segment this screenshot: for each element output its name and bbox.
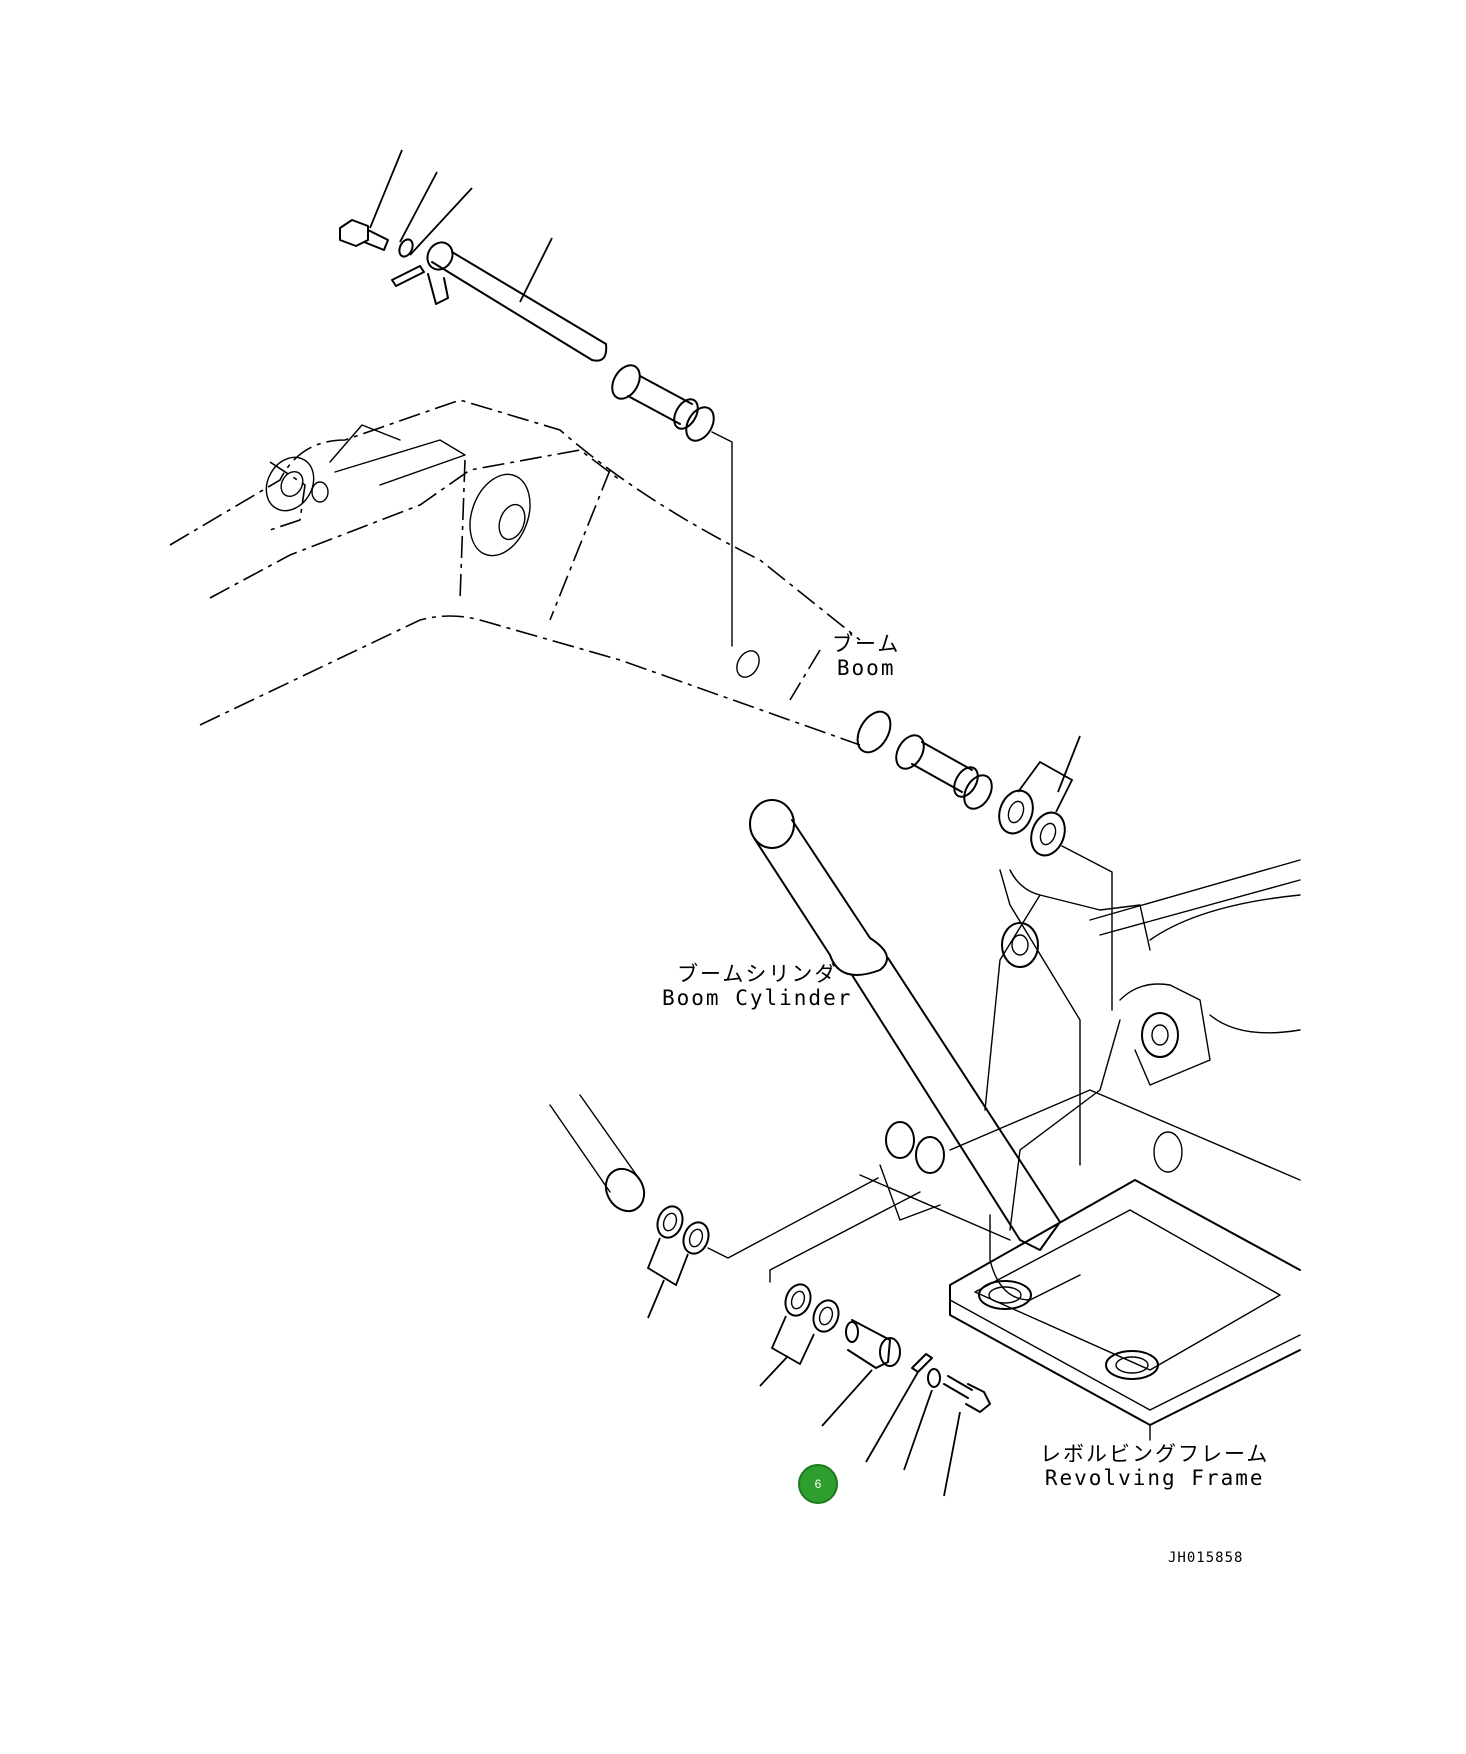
boom-cylinder — [749, 799, 1061, 1251]
boom-label-jp: ブーム — [832, 632, 901, 656]
revolving-frame-label-en: Revolving Frame — [1044, 1466, 1265, 1490]
boom-label-en: Boom — [836, 656, 896, 680]
callout-number: 6 — [814, 1477, 822, 1491]
boom-cylinder-label-jp: ブームシリンダ — [677, 962, 838, 986]
revolving-frame-label: レボルビングフレーム Revolving Frame — [1040, 1442, 1269, 1490]
boom-cylinder-label: ブームシリンダ Boom Cylinder — [662, 962, 852, 1010]
lock-plate — [391, 265, 425, 287]
boom-cylinder-label-en: Boom Cylinder — [662, 986, 853, 1010]
boom-cylinder-rod-end — [549, 1094, 879, 1319]
washer-top — [398, 238, 414, 258]
top-pin-assembly — [339, 149, 760, 678]
drawing-code: JH015858 — [1168, 1550, 1244, 1566]
bolt-top — [339, 219, 389, 251]
boom-label: ブーム Boom — [832, 632, 900, 680]
revolving-frame-label-jp: レボルビングフレーム — [1040, 1442, 1270, 1466]
callout-badge[interactable]: 6 — [798, 1464, 838, 1504]
boom-bushings-middle — [856, 710, 1113, 1011]
boom-outline — [169, 399, 861, 746]
revolving-frame — [859, 859, 1301, 1441]
boom-cylinder-head-pin — [759, 1191, 991, 1497]
boom-foot-pin — [426, 241, 608, 362]
